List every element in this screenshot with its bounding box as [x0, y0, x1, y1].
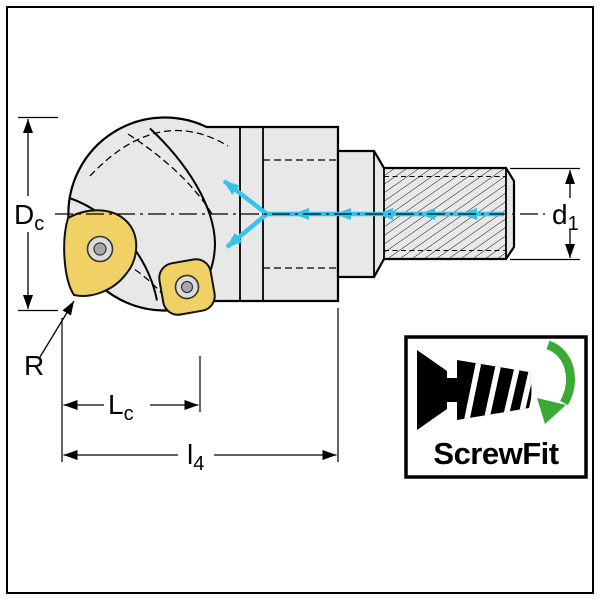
dimension-Lc: Lc: [61, 318, 201, 462]
l4-label: l4: [187, 439, 204, 475]
Lc-label: Lc: [108, 389, 134, 425]
dimension-l4: l4: [63, 308, 339, 475]
green-rotation-arrow-icon: [546, 340, 576, 406]
coolant-branch-upper-arrow: [222, 179, 269, 216]
insert-left-screw: [93, 242, 107, 256]
milling-cutter-drawing: [63, 116, 516, 316]
green-rotation-arrowhead-icon: [537, 398, 566, 424]
screwfit-flange-shape: [417, 350, 447, 430]
R-label: R: [24, 350, 44, 381]
R-leader-arrow: [39, 300, 75, 358]
insert-bottom-screw: [180, 280, 194, 294]
coolant-branch-lower-arrow: [225, 212, 269, 249]
dimension-R: R: [24, 300, 75, 381]
screwfit-neck-shape: [447, 378, 457, 402]
d1-label: d1: [552, 199, 579, 235]
screwfit-label: ScrewFit: [433, 436, 558, 471]
head-hidden-contour-1: [89, 129, 229, 177]
dimension-Dc: Dc: [14, 116, 58, 312]
screwfit-badge: ScrewFit: [404, 335, 588, 479]
drawing-border-frame: [6, 6, 594, 594]
Dc-label: Dc: [14, 199, 44, 235]
indexable-insert-left: [63, 209, 138, 297]
dimension-d1: d1: [510, 167, 580, 261]
screwfit-icon: [417, 340, 576, 430]
indexable-insert-bottom: [158, 258, 216, 316]
